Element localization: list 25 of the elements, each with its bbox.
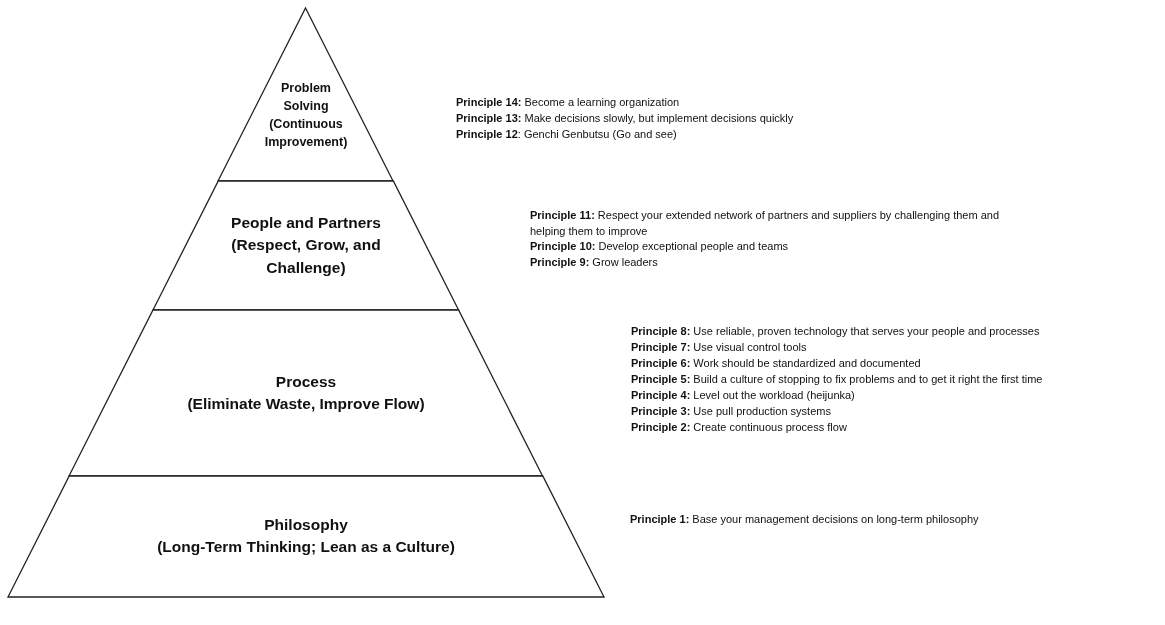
principle-text: Principle 5: Build a culture of stopping to fix problems and to get it right the first time bbox=[631, 372, 1043, 387]
tier-subtitle: (Respect, Grow, and Challenge) bbox=[230, 235, 382, 278]
principle-text: Principle 6: Work should be standardized and documented bbox=[631, 356, 921, 371]
principle-text: Principle 3: Use pull production systems bbox=[631, 404, 831, 419]
principle-text: Principle 14: Become a learning organization bbox=[456, 95, 680, 110]
principle-text: Principle 9: Grow leaders bbox=[530, 255, 658, 270]
tier-title: Philosophy bbox=[264, 515, 348, 535]
principle-text: Principle 11: Respect your extended network of partners and suppliers by challenging them and helping them to improve bbox=[530, 208, 1000, 239]
tier-title: People and Partners bbox=[231, 213, 381, 233]
principle-text: Principle 2: Create continuous process flow bbox=[631, 420, 847, 435]
principle-text: Principle 10: Develop exceptional people and teams bbox=[530, 239, 789, 254]
principle-text: Principle 13: Make decisions slowly, but implement decisions quickly bbox=[456, 111, 794, 126]
pyramid-tier bbox=[8, 476, 604, 597]
principle-text: Principle 12: Genchi Genbutsu (Go and see) bbox=[456, 127, 677, 142]
tier-subtitle: (Eliminate Waste, Improve Flow) bbox=[187, 393, 425, 414]
principle-text: Principle 8: Use reliable, proven technology that serves your people and processes bbox=[631, 324, 1040, 339]
pyramid-tier bbox=[218, 8, 394, 181]
tier-title: Problem Solving bbox=[279, 79, 332, 115]
tier-title: Process bbox=[275, 371, 337, 392]
tier-subtitle: (Long-Term Thinking; Lean as a Culture) bbox=[157, 537, 455, 558]
principle-text: Principle 4: Level out the workload (heijunka) bbox=[631, 388, 855, 403]
principle-text: Principle 1: Base your management decisions on long-term philosophy bbox=[630, 512, 979, 527]
pyramid-tier bbox=[69, 310, 543, 476]
tier-subtitle: (Continuous Improvement) bbox=[263, 116, 349, 152]
principle-text: Principle 7: Use visual control tools bbox=[631, 340, 807, 355]
